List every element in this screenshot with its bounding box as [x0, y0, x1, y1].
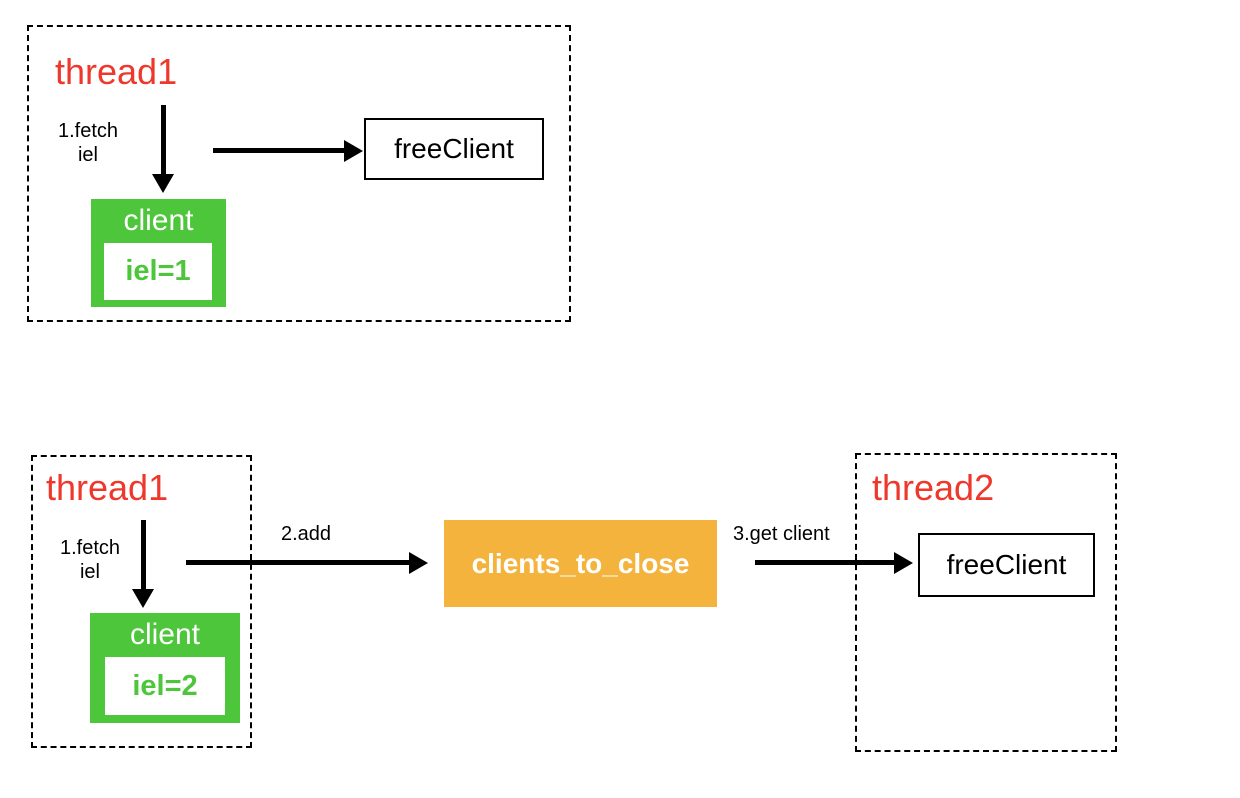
scene2-client-value-box: iel=2 [105, 657, 225, 715]
scene2-fetch-arrow-line [141, 520, 146, 590]
scene1-fetch-step-line2: iel [77, 144, 98, 166]
scene2-queue-box: clients_to_close [444, 520, 717, 607]
scene2-thread1-boundary-box [31, 455, 252, 748]
scene1-thread1-boundary-box [27, 25, 571, 322]
scene2-queue-label: clients_to_close [471, 547, 690, 579]
scene2-fetch-step-line2: iel [79, 561, 100, 583]
scene2-thread2-boundary-box [855, 453, 1117, 752]
scene2-add-step-label: 2.add [280, 523, 332, 545]
scene2-fetch-step-label: 1.fetch iel [45, 536, 135, 584]
scene1-client-title: client [123, 204, 194, 237]
scene2-client-box: client iel=2 [90, 613, 240, 723]
scene1-freeclient-arrowhead-icon [344, 140, 363, 162]
scene1-client-box: client iel=1 [91, 199, 226, 307]
scene2-get-arrowhead-icon [894, 552, 913, 574]
scene1-fetch-step-line1: 1.fetch [57, 120, 119, 142]
scene2-get-arrow-line [755, 560, 895, 565]
scene2-client-title: client [129, 618, 201, 651]
scene2-fetch-step-line1: 1.fetch [59, 537, 121, 559]
scene1-client-value: iel=1 [125, 255, 191, 287]
scene1-fetch-step-label: 1.fetch iel [38, 119, 138, 167]
scene2-fetch-arrowhead-icon [132, 589, 154, 608]
scene1-fetch-arrowhead-icon [152, 174, 174, 193]
scene2-add-arrowhead-icon [409, 552, 428, 574]
scene2-freeclient-box: freeClient [918, 533, 1095, 597]
scene2-add-arrow-line [186, 560, 410, 565]
scene2-get-step-label: 3.get client [733, 523, 830, 545]
scene2-freeclient-label: freeClient [946, 549, 1067, 580]
scene2-thread1-title: thread1 [46, 467, 169, 508]
scene2-thread2-title: thread2 [872, 467, 995, 508]
scene1-fetch-arrow-line [161, 105, 166, 175]
scene1-freeclient-box: freeClient [364, 118, 544, 180]
scene1-thread1-title: thread1 [55, 51, 178, 92]
scene2-client-value: iel=2 [132, 669, 198, 702]
scene1-freeclient-label: freeClient [394, 133, 514, 164]
scene1-freeclient-arrow-line [213, 148, 345, 153]
scene1-client-value-box: iel=1 [104, 243, 212, 300]
